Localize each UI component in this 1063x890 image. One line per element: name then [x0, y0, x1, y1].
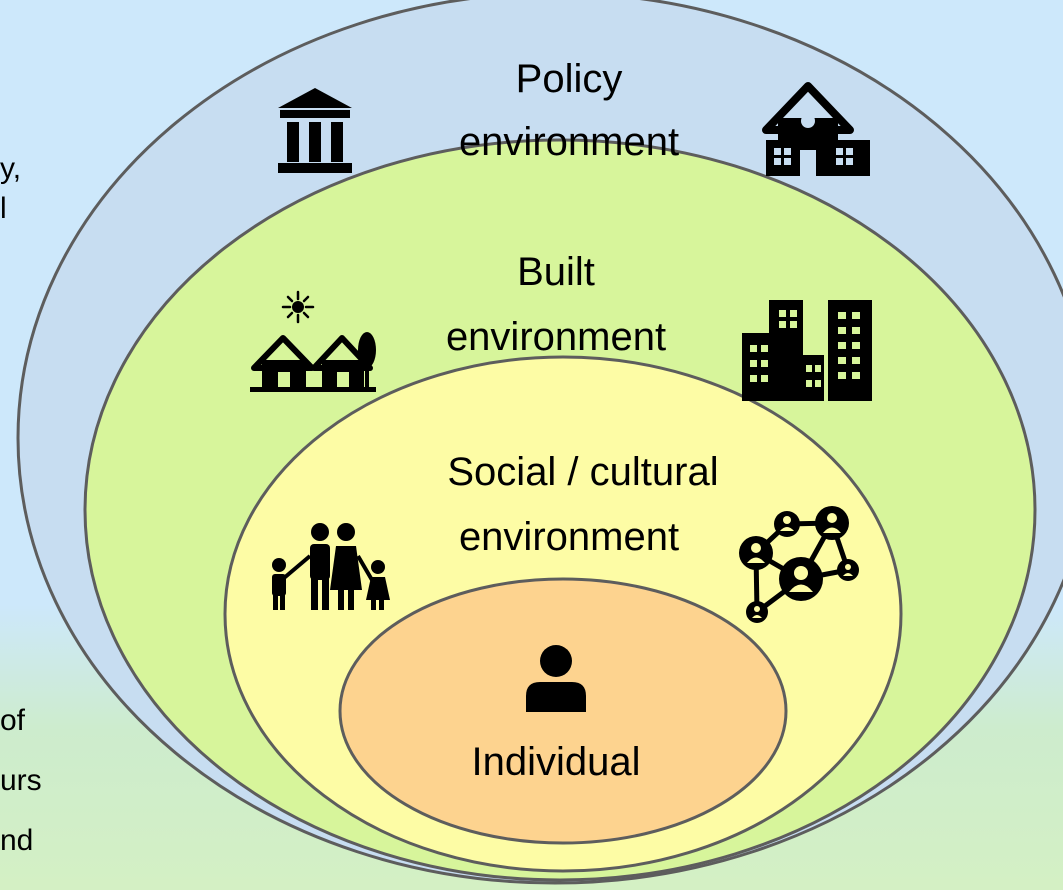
social-label-line2: environment [459, 515, 679, 559]
person-icon [526, 645, 586, 712]
policy-label-line2: environment [459, 120, 679, 164]
social-network-icon [739, 506, 859, 623]
built-label-line2: environment [446, 315, 666, 359]
social-label-line1: Social / cultural [447, 450, 718, 494]
fragment-top-2: l [0, 192, 7, 225]
city-buildings-icon [742, 300, 872, 401]
fragment-bottom-3: nd [0, 824, 33, 857]
school-icon [762, 82, 870, 176]
individual-label: Individual [471, 740, 640, 784]
fragment-bottom-1: of [0, 704, 26, 737]
government-building-icon [278, 88, 352, 173]
left-text-fragments: y, l of urs nd [0, 152, 42, 857]
fragment-bottom-2: urs [0, 764, 42, 797]
family-icon [272, 523, 390, 610]
houses-sun-tree-icon [250, 290, 376, 392]
policy-label-line1: Policy [516, 57, 623, 101]
built-label-line1: Built [517, 250, 595, 294]
fragment-top-1: y, [0, 152, 21, 185]
